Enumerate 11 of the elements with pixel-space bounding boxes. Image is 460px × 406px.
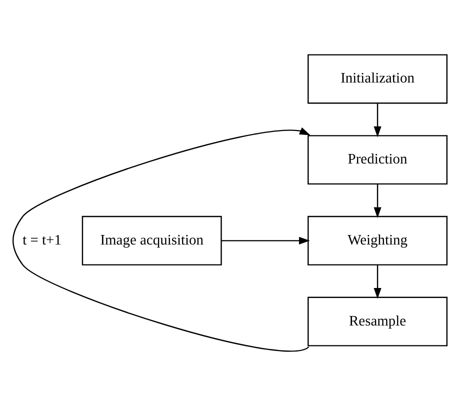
arrow: [374, 265, 382, 299]
edge-label: t = t+1: [22, 232, 62, 248]
node-box: Weighting: [308, 216, 448, 266]
arrow: [374, 103, 382, 138]
node-box: Initialization: [308, 54, 448, 104]
node-box: Prediction: [308, 135, 448, 185]
node-box: Image acquisition: [82, 216, 222, 266]
arrow: [12, 127, 310, 352]
node-box: Resample: [308, 296, 448, 346]
arrow: [222, 236, 310, 244]
arrow: [374, 184, 382, 218]
